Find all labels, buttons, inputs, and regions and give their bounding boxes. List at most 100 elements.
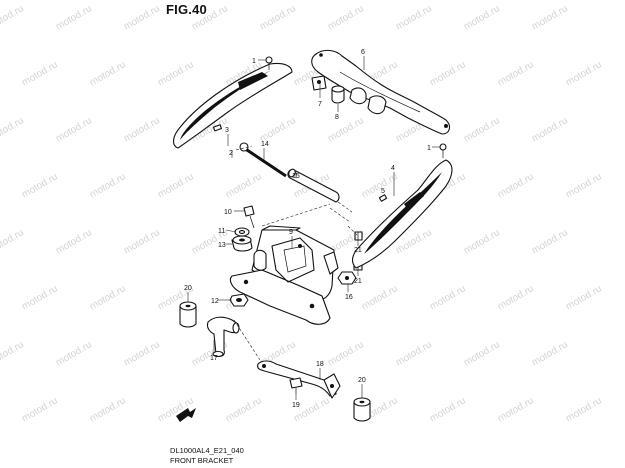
watermark-text: motod.ru xyxy=(0,115,26,144)
watermark-text: motod.ru xyxy=(462,339,502,368)
watermark-text: motod.ru xyxy=(428,283,468,312)
part-number-7: 7 xyxy=(318,101,322,108)
cushion-20-left[interactable] xyxy=(179,301,197,328)
watermark-text: motod.ru xyxy=(0,227,26,256)
watermark-text: motod.ru xyxy=(0,3,26,32)
watermark-text: motod.ru xyxy=(20,283,60,312)
part-number-20-right: 20 xyxy=(358,377,366,384)
watermark-text: motod.ru xyxy=(258,3,298,32)
front-arrow-icon xyxy=(176,408,196,422)
front-bracket-part[interactable] xyxy=(229,225,339,325)
upper-right-bracket-part[interactable] xyxy=(311,49,451,135)
watermark-text: motod.ru xyxy=(462,115,502,144)
right-blade-part[interactable] xyxy=(351,159,453,269)
clip-21-upper[interactable] xyxy=(354,231,363,241)
watermark-text: motod.ru xyxy=(564,283,604,312)
watermark-text: motod.ru xyxy=(462,227,502,256)
part-number-19: 19 xyxy=(292,402,300,409)
watermark-text: motod.ru xyxy=(530,227,570,256)
figure-title: FIG.40 xyxy=(166,2,207,17)
watermark-text: motod.ru xyxy=(224,171,264,200)
cushion-13[interactable] xyxy=(231,235,253,252)
watermark-text: motod.ru xyxy=(88,59,128,88)
watermark-text: motod.ru xyxy=(54,227,94,256)
watermark-text: motod.ru xyxy=(530,3,570,32)
part-number-12: 12 xyxy=(211,298,219,305)
watermark-text: motod.ru xyxy=(122,227,162,256)
watermark-text: motod.ru xyxy=(428,395,468,424)
watermark-text: motod.ru xyxy=(20,59,60,88)
watermark-text: motod.ru xyxy=(326,339,366,368)
watermark-text: motod.ru xyxy=(122,115,162,144)
watermark-text: motod.ru xyxy=(20,171,60,200)
part-number-9: 9 xyxy=(289,229,293,236)
watermark-text: motod.ru xyxy=(88,395,128,424)
leader-lines xyxy=(187,56,440,400)
part-number-18: 18 xyxy=(316,361,324,368)
watermark-text: motod.ru xyxy=(190,3,230,32)
bolt-19[interactable] xyxy=(289,377,303,394)
part-number-14: 14 xyxy=(261,141,269,148)
bolt-10[interactable] xyxy=(243,205,255,229)
watermark-text: motod.ru xyxy=(394,3,434,32)
watermark-text: motod.ru xyxy=(462,3,502,32)
long-bolt-part[interactable] xyxy=(239,142,287,178)
watermark-text: motod.ru xyxy=(88,171,128,200)
watermark-text: motod.ru xyxy=(496,171,536,200)
watermark-text: motod.ru xyxy=(156,171,196,200)
diagram-code: DL1000AL4_E21_040 xyxy=(170,446,244,455)
watermark-text: motod.ru xyxy=(564,59,604,88)
part-number-10: 10 xyxy=(224,209,232,216)
part-number-15: 15 xyxy=(292,173,300,180)
diagram-caption: FRONT BRACKET xyxy=(170,456,234,465)
pipe-17[interactable] xyxy=(206,316,240,358)
watermark-text: motod.ru xyxy=(564,171,604,200)
washer-11[interactable] xyxy=(234,227,250,237)
nut-16[interactable] xyxy=(337,271,357,285)
watermark-text: motod.ru xyxy=(326,115,366,144)
watermark-text: motod.ru xyxy=(428,59,468,88)
watermark-text: motod.ru xyxy=(360,283,400,312)
grommet-7[interactable] xyxy=(311,75,327,91)
part-number-21-upper: 21 xyxy=(354,247,362,254)
watermark-text: motod.ru xyxy=(122,339,162,368)
nut-12[interactable] xyxy=(229,293,249,307)
screw-1-right[interactable] xyxy=(439,143,447,158)
watermark-text: motod.ru xyxy=(54,115,94,144)
watermark-text: motod.ru xyxy=(54,339,94,368)
watermark-text: motod.ru xyxy=(530,339,570,368)
left-bracket-part[interactable] xyxy=(172,62,293,149)
alignment-lines xyxy=(233,145,359,361)
watermark-text: motod.ru xyxy=(88,283,128,312)
part-number-1-right: 1 xyxy=(427,145,431,152)
watermark-text: motod.ru xyxy=(564,395,604,424)
part-number-16: 16 xyxy=(345,294,353,301)
watermark-text: motod.ru xyxy=(292,395,332,424)
part-number-6: 6 xyxy=(361,49,365,56)
watermark-layer: motod.ru motod.ru motod.ru motod.ru motod.ru… xyxy=(0,3,604,424)
part-number-17: 17 xyxy=(210,355,218,362)
watermark-text: motod.ru xyxy=(496,59,536,88)
part-number-8: 8 xyxy=(335,114,339,121)
watermark-text: motod.ru xyxy=(530,115,570,144)
watermark-text: motod.ru xyxy=(496,395,536,424)
part-number-11: 11 xyxy=(218,228,225,235)
part-number-20-left: 20 xyxy=(184,285,192,292)
watermark-text: motod.ru xyxy=(20,395,60,424)
watermark-text: motod.ru xyxy=(156,59,196,88)
collar-8[interactable] xyxy=(331,85,345,104)
watermark-text: motod.ru xyxy=(54,3,94,32)
watermark-text: motod.ru xyxy=(394,339,434,368)
part-number-21-lower: 21 xyxy=(354,278,362,285)
spacer-tube-part[interactable] xyxy=(287,168,340,203)
part-number-13: 13 xyxy=(218,242,226,249)
watermark-text: motod.ru xyxy=(122,3,162,32)
watermark-text: motod.ru xyxy=(224,395,264,424)
watermark-text: motod.ru xyxy=(326,3,366,32)
part-number-3: 3 xyxy=(225,127,229,134)
watermark-text: motod.ru xyxy=(156,395,196,424)
watermark-text: motod.ru xyxy=(496,283,536,312)
cushion-20-right[interactable] xyxy=(353,397,371,422)
